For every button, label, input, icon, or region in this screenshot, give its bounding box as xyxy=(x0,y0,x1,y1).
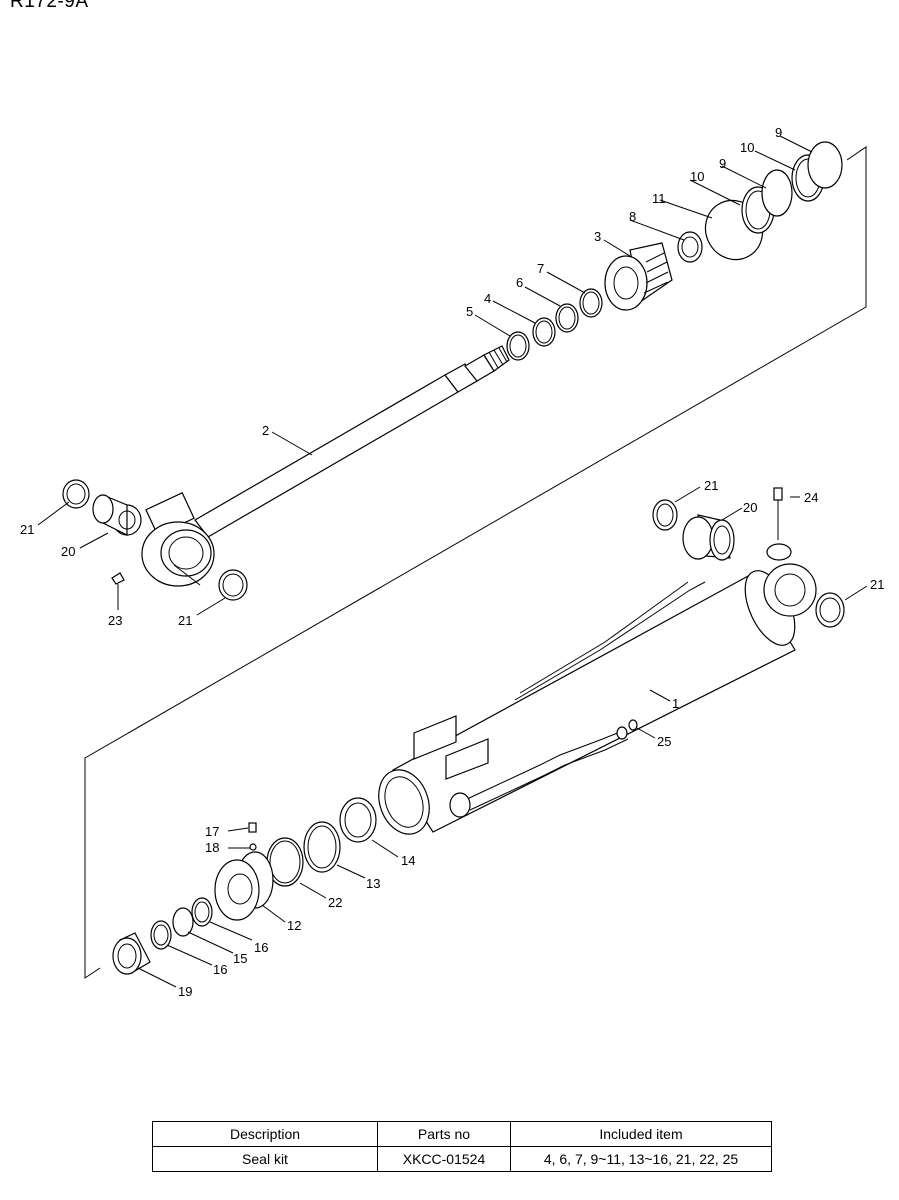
callout-23: 23 xyxy=(108,613,122,628)
callout-19: 19 xyxy=(178,984,192,999)
callout-10b: 10 xyxy=(690,169,704,184)
leader-lines xyxy=(37,135,868,988)
callout-4: 4 xyxy=(484,291,491,306)
callout-7: 7 xyxy=(537,261,544,276)
assembly-frame xyxy=(84,146,867,979)
rod-assembly xyxy=(62,141,843,610)
callout-22: 22 xyxy=(328,895,342,910)
tube-assembly xyxy=(112,487,845,975)
callout-9a: 9 xyxy=(775,125,782,140)
table-header-row: Description Parts no Included item xyxy=(152,1121,772,1147)
cell-parts-no: XKCC-01524 xyxy=(377,1146,511,1172)
callout-2: 2 xyxy=(262,423,269,438)
callout-6: 6 xyxy=(516,275,523,290)
callout-10a: 10 xyxy=(740,140,754,155)
callout-18: 18 xyxy=(205,840,219,855)
callout-21c: 21 xyxy=(704,478,718,493)
callout-11: 11 xyxy=(652,191,666,206)
seal-kit-table: Description Parts no Included item Seal … xyxy=(152,1121,772,1172)
callout-8: 8 xyxy=(629,209,636,224)
callout-13: 13 xyxy=(366,876,380,891)
callout-5: 5 xyxy=(466,304,473,319)
callout-20b: 20 xyxy=(743,500,757,515)
model-title: R172-9A xyxy=(10,0,89,12)
cell-included-item: 4, 6, 7, 9~11, 13~16, 21, 22, 25 xyxy=(510,1146,772,1172)
callout-9b: 9 xyxy=(719,156,726,171)
column-header-included-item: Included item xyxy=(510,1121,772,1147)
callout-21b: 21 xyxy=(178,613,192,628)
column-header-parts-no: Parts no xyxy=(377,1121,511,1147)
callout-12: 12 xyxy=(287,918,301,933)
cell-description: Seal kit xyxy=(152,1146,378,1172)
callout-20a: 20 xyxy=(61,544,75,559)
callout-1: 1 xyxy=(672,696,679,711)
table-row: Seal kit XKCC-01524 4, 6, 7, 9~11, 13~16… xyxy=(152,1146,772,1172)
callout-15: 15 xyxy=(233,951,247,966)
callout-21d: 21 xyxy=(870,577,884,592)
column-header-description: Description xyxy=(152,1121,378,1147)
callout-16b: 16 xyxy=(213,962,227,977)
callout-21a: 21 xyxy=(20,522,34,537)
callout-25: 25 xyxy=(657,734,671,749)
callout-14: 14 xyxy=(401,853,415,868)
callout-17: 17 xyxy=(205,824,219,839)
callout-24: 24 xyxy=(804,490,818,505)
callout-16a: 16 xyxy=(254,940,268,955)
callout-3: 3 xyxy=(594,229,601,244)
callout-labels: 1 2 3 4 5 6 7 8 9 10 9 10 11 12 13 14 15… xyxy=(20,125,884,999)
